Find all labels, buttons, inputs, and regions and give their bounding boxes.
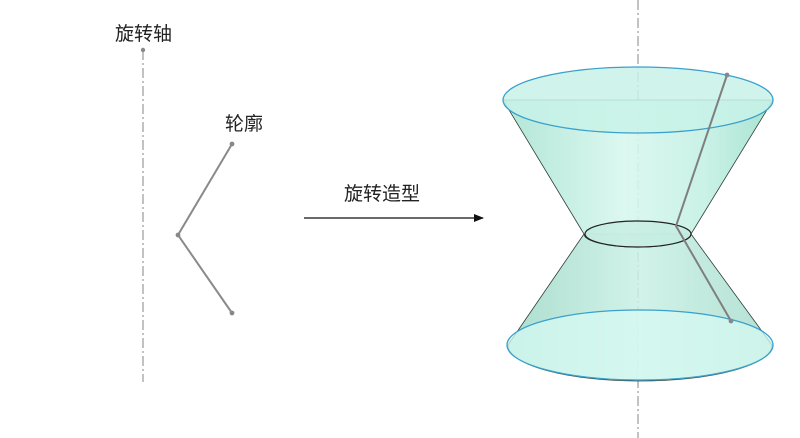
profile-label: 轮廓 bbox=[225, 113, 264, 135]
solid-profile-polyline bbox=[674, 74, 732, 322]
axis-label: 旋转轴 bbox=[115, 23, 173, 45]
rotation-axis-endpoint bbox=[140, 47, 146, 53]
operation-label: 旋转造型 bbox=[344, 183, 421, 205]
profile-vertex-top bbox=[229, 141, 235, 147]
solid-profile-vertex-top bbox=[724, 72, 730, 78]
top-rim-ellipse bbox=[502, 66, 774, 134]
solid-profile-vertex-bottom bbox=[728, 318, 734, 324]
bottom-rim-ellipse bbox=[506, 309, 774, 381]
waist-ellipse bbox=[584, 220, 692, 248]
profile-vertex-middle bbox=[175, 232, 181, 238]
profile-polyline bbox=[176, 143, 233, 314]
profile-vertex-bottom bbox=[229, 310, 235, 316]
